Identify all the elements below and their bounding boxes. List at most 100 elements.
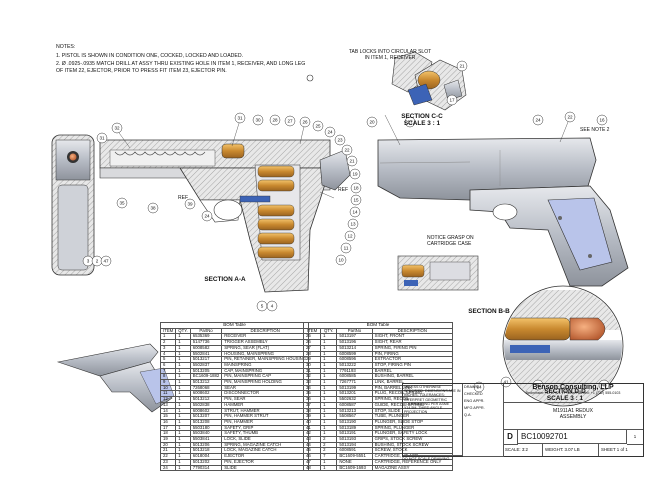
company-sub: Bedminster, NJ 07921 • Phone/Fax/Cell: +…: [525, 391, 621, 395]
balloon-label: 10: [338, 258, 344, 263]
table-cell: SLIDE: [221, 464, 310, 472]
end-view: [51, 134, 95, 276]
approval-row: MFG APPR.: [464, 406, 485, 410]
balloon-label: 32: [114, 126, 120, 131]
company-name: Benson Consulting, LLP: [532, 384, 614, 391]
section-dd-scale: SCALE 3 : 1: [546, 395, 584, 402]
balloon-label: 38: [150, 206, 156, 211]
sheet-cell: SHEET 1 of 1: [601, 447, 628, 452]
approval-row: CHECKED: [464, 392, 483, 396]
title-block: UNLESS OTHERWISE SPECIFIED: DIMENSIONS A…: [402, 383, 644, 457]
section-dd-title: SECTION D-D SCALE 3 : 1: [530, 388, 600, 402]
note-1: 1. PISTOL IS SHOWN IN CONDITION ONE, COC…: [56, 52, 244, 59]
balloon-label: 5: [261, 304, 264, 309]
balloon-label: 28: [272, 118, 278, 123]
balloon-label: 18: [353, 186, 359, 191]
balloon-label: 34: [476, 385, 482, 390]
bom-right-title: BOM Table: [303, 322, 453, 328]
balloon-label: 31: [99, 136, 105, 141]
balloon-label: 24: [204, 214, 210, 219]
balloon-label: 14: [352, 210, 358, 215]
section-dd-label: SECTION D-D: [544, 388, 586, 395]
table-cell: 1: [320, 464, 338, 472]
weight-cell: WEIGHT: 3.07 LB: [543, 444, 599, 456]
balloon-label: 39: [187, 202, 193, 207]
balloon-label: 25: [315, 124, 321, 129]
see-note-label: SEE NOTE 2: [580, 127, 610, 133]
notice-label: NOTICE GRASP ON CARTRIDGE CASE: [427, 235, 474, 247]
bom-left-title: BOM Table: [160, 322, 310, 328]
cartridge-stack: [257, 165, 295, 259]
title-line-2: ASSEMBLY: [559, 414, 587, 420]
balloon-label: 24: [327, 130, 333, 135]
table-cell: 24: [159, 464, 177, 472]
ref-label: REF: [178, 195, 188, 201]
notes-heading: NOTES:: [56, 44, 76, 50]
do-not-scale: DO NOT SCALE DRAWING: [402, 457, 450, 461]
balloon-label: 20: [369, 120, 375, 125]
scale-cell: SCALE: 3:2: [503, 444, 543, 456]
section-cc-scale: SCALE 3 : 1: [403, 120, 441, 127]
company-cell: Benson Consulting, LLP Bedminster, NJ 07…: [503, 384, 643, 403]
balloon-label: 17: [449, 98, 455, 103]
balloon-label: 41: [503, 380, 509, 385]
balloon-label: 13: [350, 222, 356, 227]
balloon-label: 26: [302, 120, 308, 125]
title-line-1: M1911A1 REDUX: [553, 408, 593, 414]
section-aa-cutaway: [99, 139, 351, 293]
balloon: [111, 122, 123, 134]
leaders: [116, 114, 571, 199]
approval-row: Q.A.: [464, 413, 472, 417]
balloon-label: 24: [535, 118, 541, 123]
balloon-label: 48: [601, 383, 607, 388]
balloon-label: 19: [352, 172, 358, 177]
table-cell: 7790314: [189, 464, 223, 472]
balloon-label: 21: [459, 64, 465, 69]
table-cell: MAGAZINE ASSY: [371, 464, 454, 472]
dwg-no-cell: BC10092701: [517, 430, 627, 444]
section-cc-title: SECTION C-C SCALE 3 : 1: [382, 113, 462, 127]
balloon-label: 35: [119, 201, 125, 206]
side-view-pistol: [377, 137, 629, 287]
balloon-label: 47: [103, 259, 109, 264]
balloon-label: 11: [344, 246, 349, 251]
table-cell: 1: [175, 464, 191, 472]
drawing-title: M1911A1 REDUX ASSEMBLY: [503, 402, 643, 430]
table-cell: BC1609-1693: [336, 464, 373, 472]
size-cell: D: [503, 430, 518, 445]
balloon-label: 23: [337, 138, 343, 143]
balloon-label: 40: [535, 383, 541, 388]
balloon-label: 17: [407, 120, 413, 125]
balloon-label: 30: [255, 118, 261, 123]
title-block-notes: UNLESS OTHERWISE SPECIFIED: DIMENSIONS A…: [403, 384, 463, 456]
note-2: 2. Ø .0925-.0935 MATCH DRILL AT ASSY THR…: [56, 61, 306, 74]
section-bb-label: SECTION B-B: [468, 308, 510, 315]
balloon-label: 27: [287, 119, 293, 124]
notes-block: NOTES: 1. PISTOL IS SHOWN IN CONDITION O…: [56, 44, 306, 76]
approval-row: DRAWN: [464, 385, 479, 389]
table-cell: 48: [302, 464, 322, 472]
balloon-label: 16: [599, 118, 605, 123]
balloon-label: 3: [87, 259, 90, 264]
balloon-label: 4: [271, 304, 274, 309]
tab-note: TAB LOCKS INTO CIRCULAR SLOT IN ITEM 1, …: [348, 49, 432, 61]
section-cc-label: SECTION C-C: [401, 113, 443, 120]
balloon-label: 2: [96, 259, 99, 264]
balloon-label: 21: [349, 159, 355, 164]
ref-label-2: REF: [338, 187, 348, 193]
balloon-label: 12: [347, 234, 353, 239]
section-bb-detail: [397, 255, 479, 291]
